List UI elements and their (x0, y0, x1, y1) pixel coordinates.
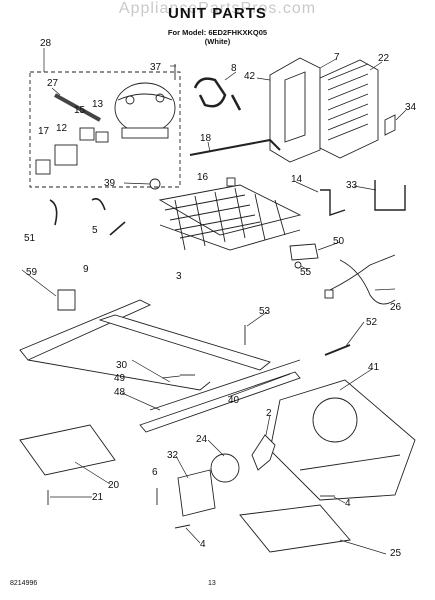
clip-5 (91, 197, 106, 211)
callout-6: 6 (152, 467, 158, 478)
callout-15: 15 (74, 105, 86, 116)
page-number: 13 (208, 580, 216, 587)
callout-30: 30 (116, 360, 128, 371)
screw-9 (109, 221, 126, 236)
callout-16: 16 (197, 172, 209, 183)
callout-12: 12 (56, 123, 68, 134)
callout-51: 51 (24, 233, 36, 244)
watermark: AppliancePartsPros.com (118, 0, 317, 17)
callout-33: 33 (346, 180, 358, 191)
evaporator-3 (158, 184, 302, 251)
base-pan-41 (269, 379, 416, 501)
bolt-52 (324, 344, 351, 356)
callout-labels: 28 37 8 42 7 22 27 15 13 34 17 12 18 14 … (24, 38, 417, 559)
fan-motor-24 (210, 453, 240, 483)
frame-rail-30 (19, 299, 271, 391)
callout-8: 8 (231, 63, 237, 74)
callout-7: 7 (334, 52, 340, 63)
bracket-14 (320, 189, 346, 216)
shroud-7 (269, 57, 321, 163)
callout-27: 27 (47, 78, 59, 89)
model-number: For Model: 6ED2FHKXKQ05 (167, 28, 268, 37)
callout-34: 34 (405, 102, 417, 113)
callout-48: 48 (114, 387, 126, 398)
callout-52: 52 (366, 317, 378, 328)
part-50 (289, 243, 319, 261)
callout-22: 22 (378, 53, 390, 64)
callout-9: 9 (83, 264, 89, 275)
grommet-39 (149, 178, 161, 190)
rail-48 (139, 359, 301, 433)
compressor-group-box (29, 71, 181, 188)
drier-tube (54, 93, 101, 122)
callout-39: 39 (104, 178, 116, 189)
callout-21: 21 (92, 492, 104, 503)
callout-25: 25 (390, 548, 402, 559)
drain-pan-25 (239, 504, 351, 553)
callout-4b: 4 (200, 539, 206, 550)
condenser-22 (319, 59, 379, 159)
page-title: UNIT PARTS (168, 5, 267, 22)
model-info: For Model: 6ED2FHKXKQ05 (White) (0, 28, 435, 46)
tube-51 (49, 199, 58, 226)
callout-32: 32 (167, 450, 179, 461)
callout-24: 24 (196, 434, 208, 445)
cover-13 (95, 131, 109, 143)
callout-5: 5 (92, 225, 98, 236)
callout-13: 13 (92, 99, 104, 110)
overload (79, 127, 95, 141)
screw-55 (294, 261, 302, 269)
callout-40: 40 (228, 395, 240, 406)
bracket-34 (384, 114, 396, 136)
callout-18: 18 (200, 133, 212, 144)
callout-2: 2 (266, 408, 272, 419)
fan-blade-2 (251, 434, 276, 471)
callout-49: 49 (114, 373, 126, 384)
callout-50: 50 (333, 236, 345, 247)
callout-53: 53 (259, 306, 271, 317)
suction-tube-8 (193, 77, 227, 108)
bracket-33 (374, 180, 406, 211)
leader-lines (21, 48, 407, 555)
compressor (114, 82, 176, 139)
callout-20: 20 (108, 480, 120, 491)
callout-28: 28 (40, 38, 52, 49)
bracket-59 (57, 289, 76, 311)
callout-41: 41 (368, 362, 380, 373)
callout-55: 55 (300, 267, 312, 278)
callout-4a: 4 (345, 498, 351, 509)
part-number: 8214996 (10, 580, 38, 587)
callout-59: 59 (26, 267, 38, 278)
cover-20 (19, 424, 116, 476)
callout-17: 17 (38, 126, 50, 137)
part-17 (35, 159, 51, 175)
callout-42: 42 (244, 71, 256, 82)
clip-16 (226, 177, 236, 187)
screw-4a (174, 524, 191, 529)
callout-26: 26 (390, 302, 402, 313)
wiring-harness-26 (324, 254, 396, 305)
callout-3: 3 (176, 271, 182, 282)
callout-14: 14 (291, 174, 303, 185)
tube-18 (189, 138, 281, 156)
model-color: (White) (204, 37, 231, 46)
motor-bracket-32 (177, 469, 216, 517)
relay (54, 144, 78, 166)
callout-37: 37 (150, 62, 162, 73)
